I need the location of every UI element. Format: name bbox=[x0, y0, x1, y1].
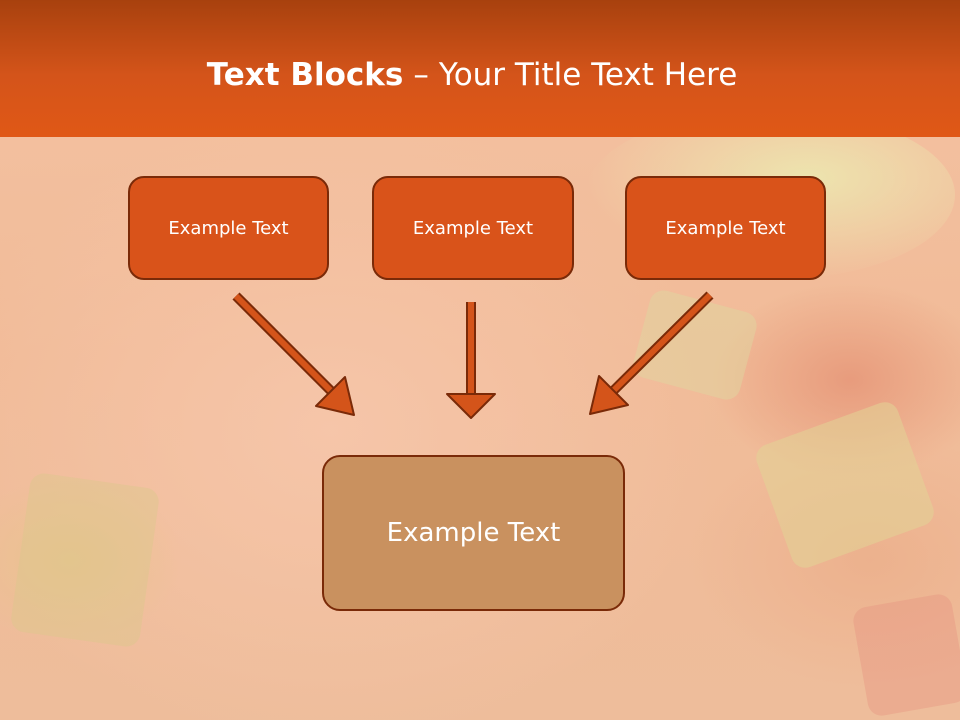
title-bold-text: Text Blocks bbox=[206, 57, 404, 93]
arrow-down-left-icon bbox=[589, 291, 714, 415]
text-box-top-left[interactable]: Example Text bbox=[128, 176, 329, 280]
title-bar: Text Blocks–Your Title Text Here bbox=[0, 0, 960, 137]
text-box-label: Example Text bbox=[665, 217, 786, 239]
text-box-bottom[interactable]: Example Text bbox=[322, 455, 625, 611]
text-box-label: Example Text bbox=[168, 217, 289, 239]
text-box-top-center[interactable]: Example Text bbox=[372, 176, 574, 280]
slide-title[interactable]: Text Blocks–Your Title Text Here bbox=[0, 52, 944, 98]
title-separator: – bbox=[413, 57, 429, 93]
text-box-label: Example Text bbox=[412, 217, 534, 239]
arrow-down-right-icon bbox=[232, 292, 355, 416]
title-rest-text: Your Title Text Here bbox=[438, 57, 738, 93]
text-box-top-right[interactable]: Example Text bbox=[625, 176, 826, 280]
arrow-down-icon bbox=[446, 302, 496, 419]
text-box-label: Example Text bbox=[386, 518, 561, 548]
